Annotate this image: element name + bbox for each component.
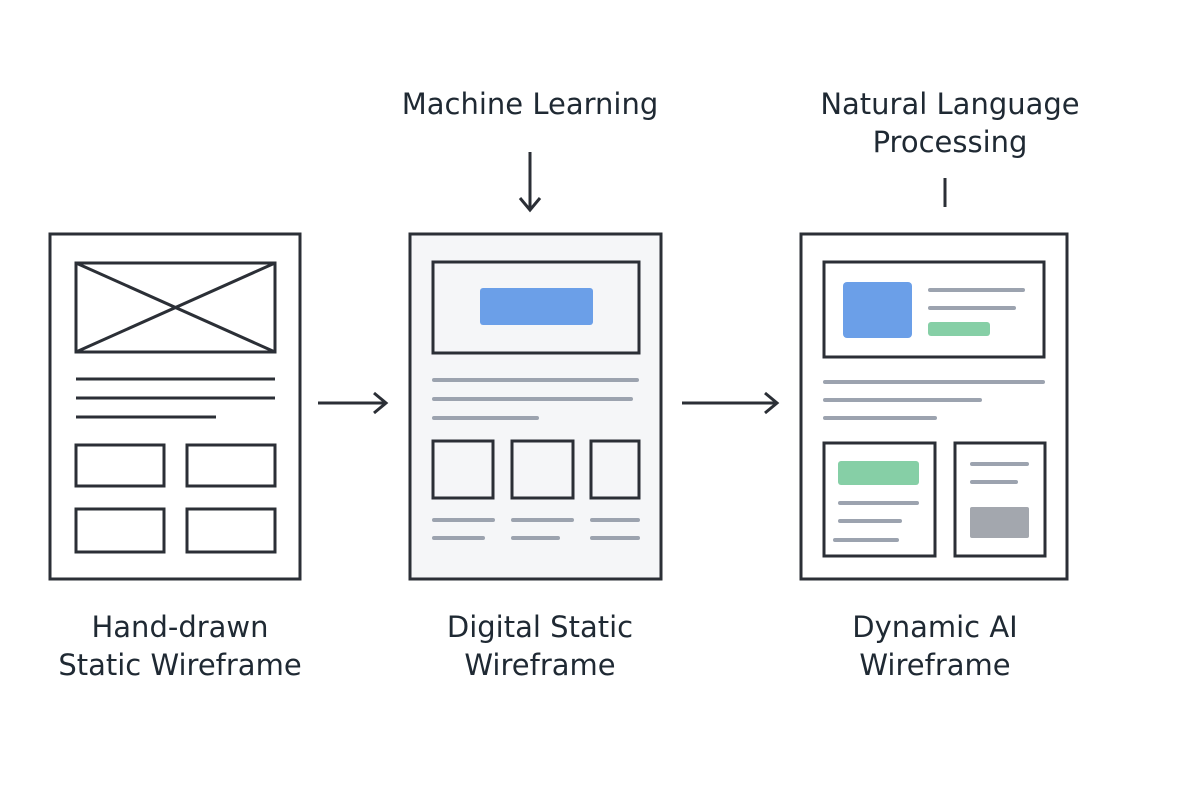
machine-learning-label: Machine Learning (401, 87, 659, 121)
blue-image-block (843, 282, 912, 338)
content-box (185, 443, 277, 488)
blue-button-block (480, 288, 593, 325)
content-box (185, 507, 277, 554)
stage-label-digital-static: Digital Static Wireframe (446, 610, 634, 682)
stage-label-dynamic-ai: Dynamic AI Wireframe (852, 610, 1018, 682)
content-box (74, 443, 166, 488)
nlp-label: Natural Language Processing (820, 87, 1080, 159)
green-tag-block (928, 322, 990, 336)
green-block (838, 461, 919, 485)
image-placeholder (74, 261, 277, 354)
content-card (953, 441, 1047, 558)
header-box (822, 260, 1046, 359)
placeholder-cross-line (75, 261, 276, 354)
hand-drawn-wireframe (48, 232, 302, 581)
arrow-down-icon (518, 152, 542, 213)
arrow-right-icon (318, 391, 389, 415)
digital-static-wireframe (408, 232, 663, 581)
dynamic-ai-wireframe (799, 232, 1069, 581)
content-box (589, 439, 641, 500)
arrow-right-icon (682, 391, 780, 415)
page-frame (48, 232, 302, 581)
gray-image-block (970, 507, 1029, 538)
content-card (822, 441, 937, 558)
content-box (510, 439, 575, 500)
content-box (431, 439, 495, 500)
content-box (74, 507, 166, 554)
stage-label-hand-drawn: Hand-drawn Static Wireframe (58, 610, 302, 682)
